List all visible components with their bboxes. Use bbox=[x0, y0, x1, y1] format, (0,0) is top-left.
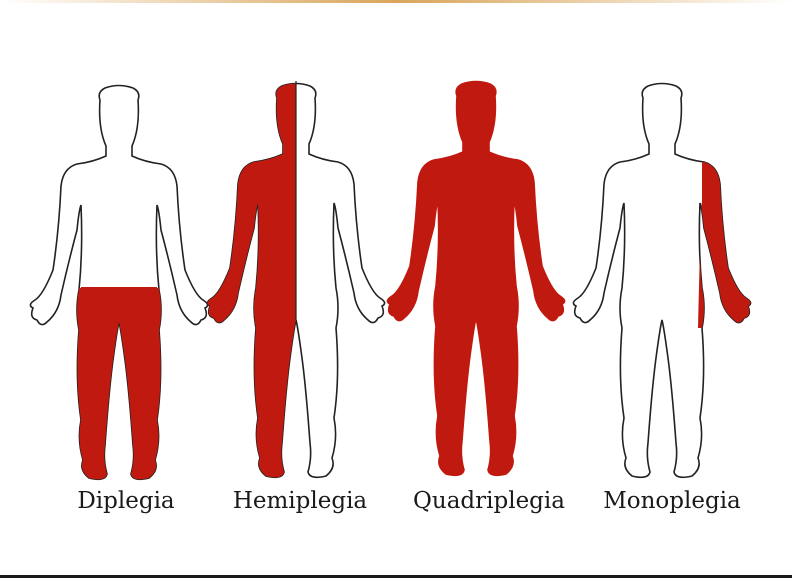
body-silhouette bbox=[30, 86, 207, 480]
body-silhouette bbox=[387, 82, 564, 476]
label-hemiplegia: Hemiplegia bbox=[212, 484, 388, 518]
figure-quadriplegia bbox=[387, 82, 564, 476]
label-monoplegia: Monoplegia bbox=[584, 484, 760, 518]
figure-diplegia bbox=[30, 86, 207, 489]
affected-region-legs bbox=[69, 288, 169, 488]
affected-region-arm bbox=[698, 162, 772, 328]
figure-hemiplegia bbox=[196, 78, 385, 488]
bottom-border bbox=[0, 575, 792, 578]
label-diplegia: Diplegia bbox=[58, 484, 194, 518]
figure-monoplegia bbox=[573, 84, 772, 478]
label-quadriplegia: Quadriplegia bbox=[396, 484, 582, 518]
